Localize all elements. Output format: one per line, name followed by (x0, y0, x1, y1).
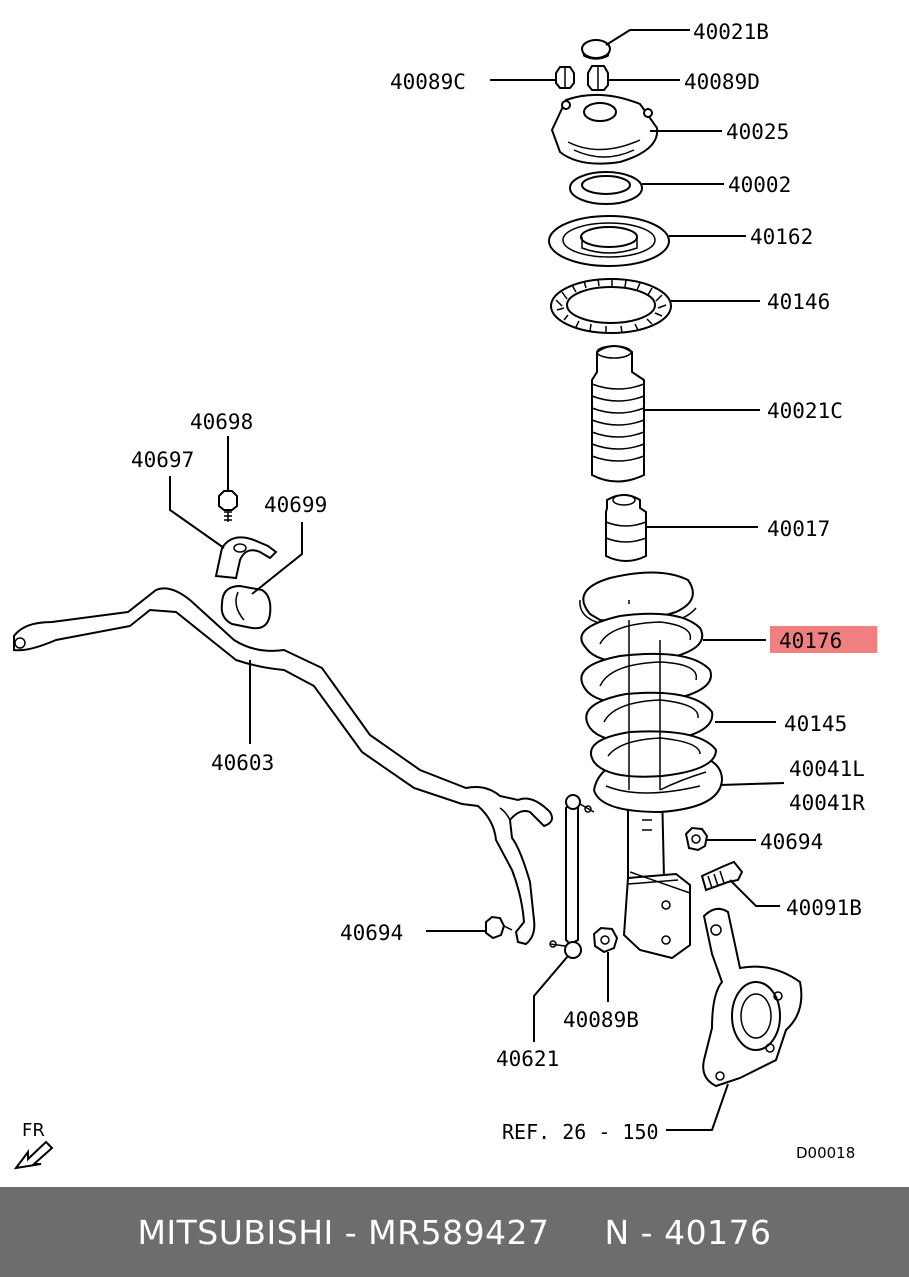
nut-40694-left[interactable] (485, 915, 513, 940)
strut-body[interactable] (622, 789, 691, 960)
label-40694-right[interactable]: 40694 (760, 830, 823, 854)
diagram-canvas: 40021B 40089C 40089D 40025 40002 40162 (13, 20, 877, 1170)
bump-stop-40017[interactable] (605, 494, 647, 562)
label-40021B[interactable]: 40021B (693, 20, 769, 44)
footer-n-value: 40176 (664, 1212, 772, 1252)
footer-bar: MITSUBISHI - MR589427 N - 40176 (0, 1187, 909, 1277)
steering-knuckle[interactable] (702, 907, 803, 1088)
footer-gap (550, 1213, 605, 1252)
footer-brand: MITSUBISHI (137, 1212, 334, 1252)
nut-40694-right[interactable] (684, 826, 709, 852)
bracket-40697[interactable] (214, 536, 278, 580)
footer-n-label: N (604, 1212, 630, 1252)
label-40699[interactable]: 40699 (264, 493, 327, 517)
nut-40089D[interactable] (587, 65, 609, 91)
bushing-40699[interactable] (220, 584, 272, 630)
label-ref-26-150[interactable]: REF. 26 - 150 (502, 1120, 659, 1144)
label-40694-left[interactable]: 40694 (340, 921, 403, 945)
parts-diagram: 40021B 40089C 40089D 40025 40002 40162 (13, 20, 877, 1170)
strut-mount-40025[interactable] (550, 93, 659, 165)
cap-40021B[interactable] (581, 39, 611, 60)
label-40162[interactable]: 40162 (750, 225, 813, 249)
front-direction-arrow-icon (13, 1140, 54, 1170)
label-40025[interactable]: 40025 (726, 120, 789, 144)
stabilizer-bar-40603[interactable] (13, 587, 553, 946)
bearing-40002[interactable] (569, 171, 643, 205)
label-40017[interactable]: 40017 (767, 517, 830, 541)
bolt-40698[interactable] (218, 490, 238, 522)
fr-label: FR (22, 1120, 45, 1141)
label-40041L[interactable]: 40041L (789, 757, 865, 781)
label-40698[interactable]: 40698 (190, 410, 253, 434)
label-40621[interactable]: 40621 (496, 1047, 559, 1071)
label-40002[interactable]: 40002 (728, 173, 791, 197)
bolt-40091B[interactable] (700, 860, 744, 892)
coil-spring-40176[interactable] (579, 571, 718, 790)
label-40146[interactable]: 40146 (767, 290, 830, 314)
label-40603[interactable]: 40603 (211, 751, 274, 775)
label-40176[interactable]: 40176 (779, 629, 842, 653)
highlight-40176 (770, 626, 877, 653)
dust-boot-40021C[interactable] (591, 345, 645, 483)
label-40089C[interactable]: 40089C (390, 70, 466, 94)
footer-sep-2: - (629, 1212, 665, 1252)
spring-pad-40146[interactable] (550, 278, 672, 334)
nut-40089B[interactable] (592, 926, 619, 954)
nut-40089C[interactable] (555, 66, 575, 89)
label-40697[interactable]: 40697 (131, 448, 194, 472)
footer-sep-1: - (333, 1212, 369, 1252)
upper-spring-seat-40162[interactable] (548, 215, 670, 267)
label-40091B[interactable]: 40091B (786, 896, 862, 920)
label-40089B[interactable]: 40089B (563, 1008, 639, 1032)
label-40021C[interactable]: 40021C (767, 399, 843, 423)
doc-id: D00018 (796, 1144, 855, 1162)
footer-part-number: MR589427 (368, 1212, 550, 1252)
label-40089D[interactable]: 40089D (684, 70, 760, 94)
stabilizer-link-40621[interactable] (549, 794, 595, 959)
label-40041R[interactable]: 40041R (789, 791, 865, 815)
label-40145[interactable]: 40145 (784, 712, 847, 736)
